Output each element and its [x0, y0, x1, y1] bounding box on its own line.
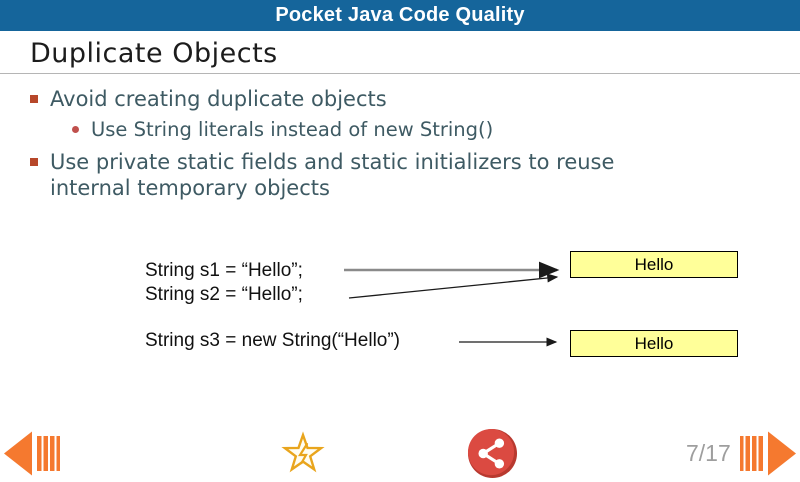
next-slide-button[interactable] — [738, 430, 798, 477]
title-divider — [0, 73, 800, 74]
heap-object-box: Hello — [570, 330, 738, 357]
star-rate-icon — [281, 431, 325, 473]
prev-slide-button[interactable] — [2, 430, 62, 477]
slide-title: Duplicate Objects — [30, 38, 278, 69]
square-bullet-icon — [30, 158, 38, 166]
bullet-list: Avoid creating duplicate objects Use Str… — [30, 86, 746, 207]
square-bullet-icon — [30, 95, 38, 103]
string-pool-box: Hello — [570, 251, 738, 278]
app-title-bar: Pocket Java Code Quality — [0, 0, 800, 31]
share-icon — [467, 428, 518, 479]
arrow-s2-to-box1 — [348, 273, 559, 299]
page-indicator: 7/17 — [686, 440, 731, 466]
code-line-s1: String s1 = “Hello”; — [145, 260, 303, 281]
code-line-s2: String s2 = “Hello”; — [145, 284, 303, 305]
bullet-item-2: Use private static fields and static ini… — [30, 149, 746, 201]
share-button[interactable] — [467, 428, 518, 479]
bullet-item-1: Avoid creating duplicate objects — [30, 86, 746, 112]
bullet-item-2-text: Use private static fields and static ini… — [50, 150, 615, 200]
sub-bullet-item-1: Use String literals instead of new Strin… — [72, 118, 746, 142]
heap-object-box-label: Hello — [634, 333, 674, 353]
sub-bullet-item-1-text: Use String literals instead of new Strin… — [91, 118, 494, 141]
string-pool-box-label: Hello — [634, 254, 674, 274]
bullet-item-1-text: Avoid creating duplicate objects — [50, 87, 387, 111]
code-line-s3: String s3 = new String(“Hello”) — [145, 330, 401, 351]
favorite-rate-button[interactable] — [281, 431, 325, 475]
dot-bullet-icon — [72, 126, 79, 133]
app-title: Pocket Java Code Quality — [275, 4, 525, 26]
next-arrow-icon — [740, 431, 796, 476]
prev-arrow-icon — [4, 431, 60, 476]
